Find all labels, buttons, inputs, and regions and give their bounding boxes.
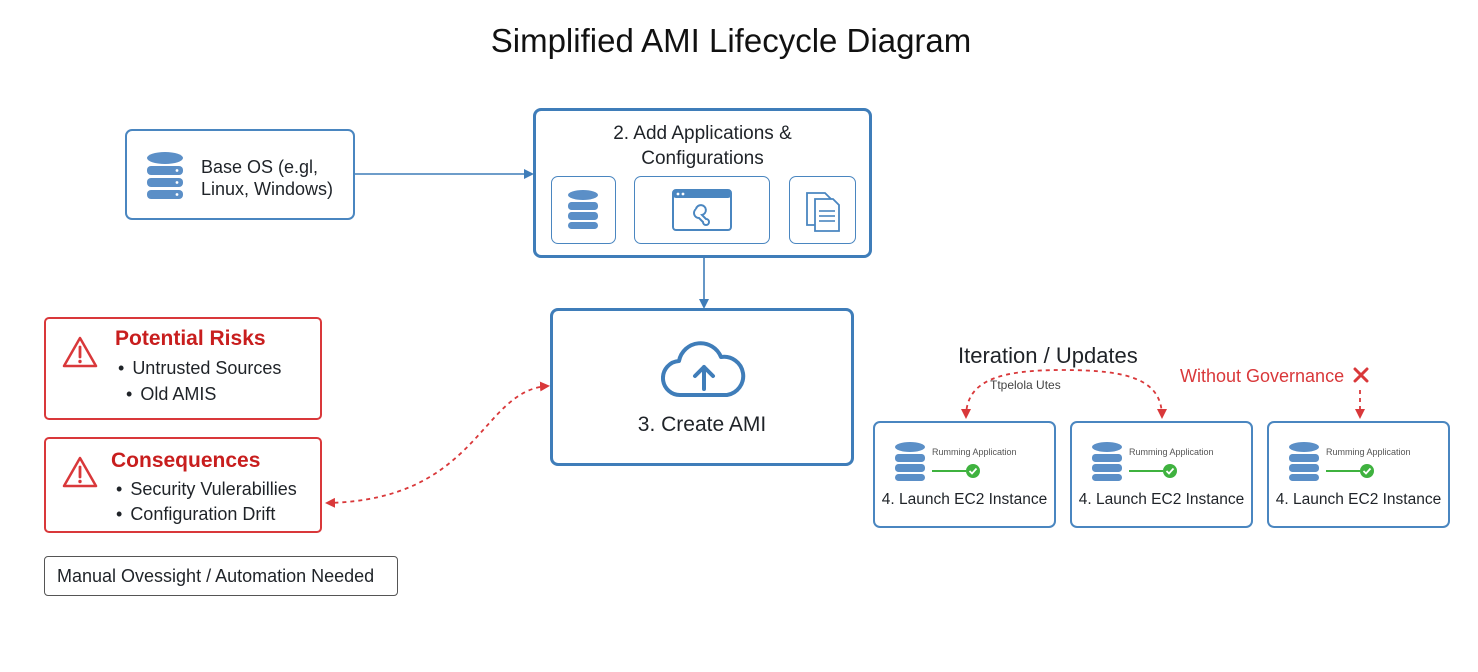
- browser-window-icon: [672, 189, 732, 231]
- instance-status: Rumming Application: [1129, 447, 1214, 457]
- instance-status: Rumming Application: [1326, 447, 1411, 457]
- database-icon: [1289, 442, 1319, 481]
- iteration-label: Iteration / Updates: [958, 343, 1138, 368]
- add-apps-line1: 2. Add Applications &: [613, 123, 792, 144]
- without-governance-text: Without Governance: [1180, 366, 1345, 386]
- instance-label: 4. Launch EC2 Instance: [881, 491, 1048, 508]
- database-icon: [568, 190, 598, 229]
- database-icon: [1092, 442, 1122, 481]
- consequence-item-text: Security Vulerabillies: [130, 479, 297, 499]
- warning-icon: [62, 336, 98, 368]
- consequence-item-text: Configuration Drift: [130, 504, 276, 524]
- base-os-line1: Base OS (e.gl,: [201, 157, 319, 177]
- risk-item-text: Untrusted Sources: [132, 358, 282, 378]
- oversight-label: Manual Ovessight / Automation Needed: [57, 566, 375, 586]
- consequence-item-security: Security Vulerabillies: [116, 479, 297, 500]
- app-docs-tile: [789, 176, 856, 244]
- create-ami-box: 3. Create AMI: [550, 308, 854, 466]
- app-db-tile: [551, 176, 616, 244]
- ec2-instance-card: Rumming Application 4. Launch EC2 Instan…: [1070, 421, 1253, 528]
- oversight-box: Manual Ovessight / Automation Needed: [44, 556, 398, 596]
- risk-item-old-amis: Old AMIS: [126, 384, 216, 405]
- base-os-line2: Linux, Windows): [201, 179, 334, 199]
- consequence-item-drift: Configuration Drift: [116, 504, 275, 525]
- add-apps-line2: Configurations: [641, 148, 764, 169]
- page-title: Simplified AMI Lifecycle Diagram: [490, 22, 972, 59]
- instance-status: Rumming Application: [932, 447, 1017, 457]
- add-applications-label: 2. Add Applications & Configurations: [536, 121, 869, 171]
- database-icon: [895, 442, 925, 481]
- consequences-heading: Consequences: [111, 449, 261, 472]
- instance-label: 4. Launch EC2 Instance: [1275, 491, 1442, 508]
- ec2-instance-card: Rumming Application 4. Launch EC2 Instan…: [1267, 421, 1450, 528]
- warning-icon: [62, 456, 98, 488]
- arrow-ami-to-consequences: [325, 381, 550, 508]
- iteration-sublabel: Ttpelola Utes: [990, 378, 1061, 392]
- database-icon: [147, 152, 183, 199]
- base-os-box: Base OS (e.gl, Linux, Windows): [125, 129, 355, 220]
- app-window-tile: [634, 176, 770, 244]
- risks-heading: Potential Risks: [115, 327, 266, 350]
- ec2-instance-card: Rumming Application 4. Launch EC2 Instan…: [873, 421, 1056, 528]
- instance-label: 4. Launch EC2 Instance: [1078, 491, 1245, 508]
- check-icon: [1129, 464, 1177, 478]
- risk-item-untrusted: Untrusted Sources: [118, 358, 281, 379]
- without-governance-label: Without Governance: [1180, 366, 1369, 387]
- create-ami-label: 3. Create AMI: [637, 413, 767, 436]
- documents-icon: [806, 192, 840, 232]
- x-icon: [1353, 367, 1369, 383]
- cloud-upload-icon: [661, 341, 746, 398]
- check-icon: [932, 464, 980, 478]
- potential-risks-box: Potential Risks Untrusted Sources Old AM…: [44, 317, 322, 420]
- consequences-box: Consequences Security Vulerabillies Conf…: [44, 437, 322, 533]
- check-icon: [1326, 464, 1374, 478]
- add-applications-box: 2. Add Applications & Configurations: [533, 108, 872, 258]
- arrow-iteration-loop: [961, 369, 1167, 419]
- base-os-label: Base OS (e.gl, Linux, Windows): [201, 156, 333, 200]
- risk-item-text: Old AMIS: [140, 384, 217, 404]
